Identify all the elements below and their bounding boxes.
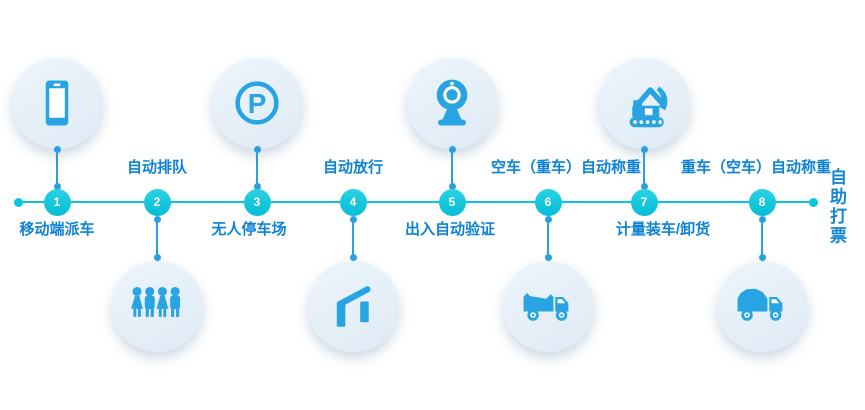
- icon-bubble-8: [716, 260, 808, 352]
- connector-dot: [758, 215, 766, 223]
- connector-dot: [253, 145, 261, 153]
- connector-dot: [53, 182, 61, 190]
- connector-dot: [544, 215, 552, 223]
- timeline-node-5: 5: [438, 188, 466, 216]
- step-label-1: 移动端派车: [19, 221, 95, 238]
- step-label-2: 自动排队: [126, 159, 188, 176]
- svg-text:P: P: [248, 88, 267, 119]
- icon-bubble-1: [11, 57, 103, 149]
- connector-dot: [448, 182, 456, 190]
- icon-bubble-4: [307, 260, 399, 352]
- icon-bubble-2: [111, 260, 203, 352]
- timeline-node-3: 3: [243, 188, 271, 216]
- node-connector: [351, 219, 355, 257]
- connector-dot: [349, 215, 357, 223]
- node-connector: [642, 149, 646, 186]
- timeline-node-7: 7: [630, 188, 658, 216]
- connector-dot: [758, 253, 766, 261]
- timeline-node-6: 6: [534, 188, 562, 216]
- step-label-3: 无人停车场: [211, 221, 287, 238]
- timeline-node-1: 1: [43, 188, 71, 216]
- icon-bubble-5: [406, 57, 498, 149]
- people-queue-icon: [128, 284, 186, 328]
- connector-dot: [544, 253, 552, 261]
- timeline-end-dot: [808, 197, 818, 207]
- node-connector: [450, 149, 454, 186]
- end-label-vertical: 自助打票: [827, 168, 846, 246]
- node-connector: [546, 219, 550, 257]
- connector-dot: [640, 145, 648, 153]
- node-connector: [155, 219, 159, 257]
- empty-truck-icon: [519, 284, 577, 328]
- icon-bubble-6: [502, 260, 594, 352]
- icon-bubble-3: P: [211, 57, 303, 149]
- step-label-5: 出入自动验证: [404, 221, 496, 238]
- connector-dot: [253, 182, 261, 190]
- timeline-node-8: 8: [748, 188, 776, 216]
- connector-dot: [349, 253, 357, 261]
- node-connector: [760, 219, 764, 257]
- step-label-8: 重车（空车）自动称重: [680, 159, 832, 176]
- icon-bubble-7: [598, 57, 690, 149]
- step-label-7: 计量装车/卸货: [615, 221, 711, 238]
- timeline-start-dot: [13, 197, 23, 207]
- connector-dot: [153, 253, 161, 261]
- smartphone-icon: [31, 75, 83, 131]
- step-label-4: 自动放行: [322, 159, 384, 176]
- webcam-icon: [425, 76, 479, 130]
- connector-dot: [448, 145, 456, 153]
- step-label-6: 空车（重车）自动称重: [490, 159, 642, 176]
- connector-dot: [153, 215, 161, 223]
- timeline-line: [18, 200, 813, 203]
- loaded-truck-icon: [733, 284, 791, 328]
- node-connector: [55, 149, 59, 186]
- parking-icon: P: [230, 76, 284, 130]
- excavator-icon: [617, 76, 671, 130]
- connector-dot: [53, 145, 61, 153]
- connector-dot: [640, 182, 648, 190]
- timeline-node-4: 4: [339, 188, 367, 216]
- timeline-node-2: 2: [143, 188, 171, 216]
- barrier-gate-icon: [326, 279, 380, 333]
- node-connector: [255, 149, 259, 186]
